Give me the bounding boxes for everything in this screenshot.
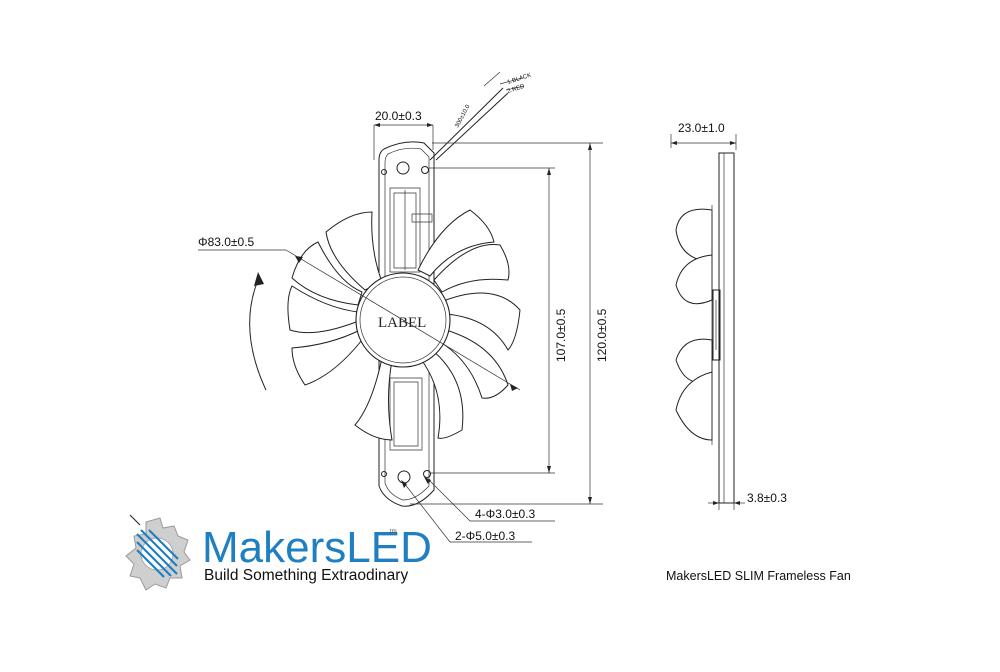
hole-spacing-dimension: 107.0±0.5 <box>429 167 568 474</box>
depth-dimension: 23.0±1.0 <box>670 121 737 150</box>
brand-tagline: Build Something Extraodinary <box>204 567 408 584</box>
brand-name: MakersLED <box>202 523 432 572</box>
side-hub <box>712 289 721 361</box>
fan-blades <box>287 209 521 441</box>
small-holes-label: 4-Φ3.0±0.3 <box>475 507 536 521</box>
width-dimension-label: 20.0±0.3 <box>375 109 422 123</box>
diameter-dimension: Φ83.0±0.5 <box>198 235 521 391</box>
cable-length-label: 300±10.0 <box>454 103 471 128</box>
large-hole-bottom <box>397 470 411 484</box>
small-hole-bottom-left <box>381 471 387 477</box>
side-blades <box>675 205 713 445</box>
hole-callouts: 4-Φ3.0±0.3 2-Φ5.0±0.3 <box>401 477 555 543</box>
small-hole-top <box>421 166 429 174</box>
wire-1-label: 1.BLACK <box>507 73 532 86</box>
height-label: 120.0±0.5 <box>595 308 609 362</box>
brand-block: MakersLED tm Build Something Extraodinar… <box>125 514 432 591</box>
frame-thickness-dimension: 3.8±0.3 <box>708 491 787 510</box>
diameter-label: Φ83.0±0.5 <box>198 235 255 249</box>
depth-label: 23.0±1.0 <box>678 121 725 135</box>
frame-thickness-label: 3.8±0.3 <box>747 491 787 505</box>
wire-2-label: 2.RED <box>507 84 526 95</box>
small-hole-top-left <box>381 169 387 175</box>
small-hole-bottom <box>423 470 431 478</box>
brand-trademark: tm <box>390 529 397 535</box>
large-holes-label: 2-Φ5.0±0.3 <box>455 529 516 543</box>
hole-spacing-label: 107.0±0.5 <box>554 308 568 362</box>
gear-led-icon <box>125 514 191 591</box>
height-dimension: 120.0±0.5 <box>410 142 609 505</box>
large-hole-top <box>396 161 410 175</box>
caption: MakersLED SLIM Frameless Fan <box>666 569 851 583</box>
cable: 300±10.0 1.BLACK 2.RED <box>429 71 532 161</box>
side-view: 23.0±1.0 3.8±0.3 <box>670 121 787 510</box>
width-dimension: 20.0±0.3 <box>373 109 434 160</box>
side-frame <box>718 152 735 504</box>
front-view: 20.0±0.3 300±10.0 1.BLACK 2.RED <box>198 71 609 543</box>
rotation-arrow <box>249 272 267 391</box>
hub-label: LABEL <box>378 315 426 331</box>
frame-strip <box>378 141 435 507</box>
